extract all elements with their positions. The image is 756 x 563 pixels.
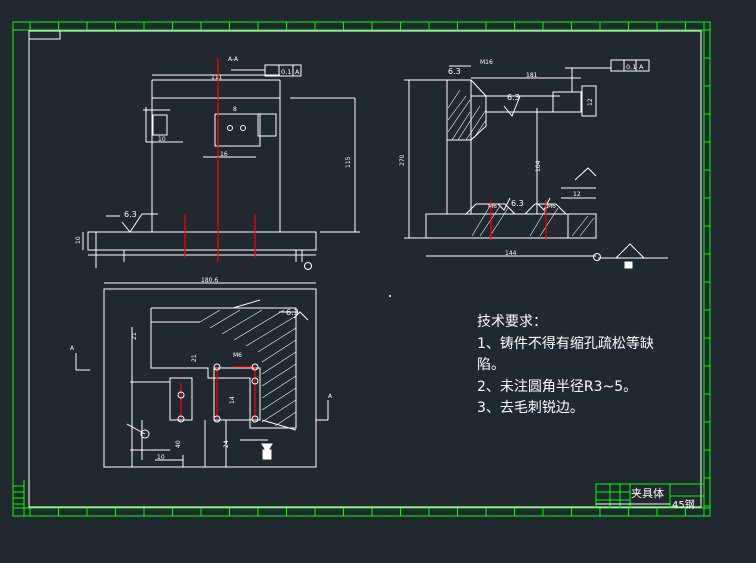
side-view-centerlines — [490, 200, 547, 240]
part-material: 45钢 — [672, 498, 695, 511]
side-height-dim-right: 12 — [587, 98, 594, 106]
datum-label-right: A — [328, 393, 333, 400]
technical-requirements: 技术要求： 1、铸件不得有缩孔疏松等缺 陷。 2、未注圆角半径R3~5。 3、去… — [477, 312, 654, 420]
side-base-dim: 144 — [505, 250, 517, 257]
title-block — [595, 483, 705, 509]
note-line-4: 3、去毛刺锐边。 — [477, 400, 584, 416]
plan-d5-dim: 21 — [191, 354, 198, 362]
note-line-2: 陷。 — [477, 357, 505, 373]
front-height-dim: 115 — [345, 156, 352, 168]
notes-title: 技术要求： — [477, 314, 547, 330]
plan-d3-dim: 10 — [157, 454, 165, 461]
side-height-dim: 270 — [399, 154, 406, 166]
side-roughness: 6.3 — [507, 93, 520, 102]
side-roughness-low: 6.3 — [511, 199, 524, 208]
plan-roughness: 6.3 — [286, 308, 299, 317]
plan-view-features — [180, 366, 256, 419]
side-tolerance-datum: A — [639, 63, 644, 71]
plan-view-hatch — [199, 309, 297, 427]
side-tab-dim: 12 — [573, 191, 581, 198]
plan-view-holes — [177, 363, 259, 423]
front-base-dim: 10 — [75, 236, 82, 244]
side-view-hatch — [447, 89, 595, 237]
thread-label-front: M6 — [233, 352, 242, 359]
roughness-labels: 6.3 6.3 6.3 6.3 6.3 — [124, 67, 524, 317]
zone-ticks — [29, 22, 710, 516]
front-slot-dim: 16 — [220, 151, 228, 158]
front-tolerance-value: 0.1 — [281, 68, 291, 76]
front-roughness: 6.3 — [124, 210, 137, 219]
side-mid-dim: 104 — [535, 160, 542, 172]
plan-view — [75, 282, 329, 468]
front-offset-dim: 8 — [233, 106, 237, 113]
drawing-frame — [12, 21, 711, 517]
front-view-centerlines — [184, 58, 256, 262]
plan-d1-dim: 14 — [229, 396, 236, 404]
datum-label-left: A — [70, 345, 75, 352]
plan-d4-dim: 24 — [223, 440, 230, 448]
thread-label-side-1: M6 — [488, 203, 497, 210]
front-width-dim: 111 — [211, 74, 223, 81]
front-view — [82, 64, 360, 270]
front-hole-dim: 10 — [158, 136, 166, 143]
plan-width-dim: 180.6 — [201, 277, 218, 284]
note-line-3: 2、未注圆角半径R3~5。 — [477, 378, 638, 395]
tolerance-labels: 0.1 A 0.1 A — [281, 63, 644, 76]
part-name: 夹具体 — [631, 486, 664, 500]
front-tolerance-datum: A — [295, 68, 300, 76]
section-label: A-A — [228, 56, 239, 63]
side-small-dim: M16 — [480, 59, 493, 66]
side-view — [404, 59, 668, 269]
side-tolerance-value: 0.1 — [626, 63, 636, 71]
note-line-1: 1、铸件不得有缩孔疏松等缺 — [477, 335, 654, 352]
side-width-dim: 181 — [526, 72, 538, 79]
dimension-labels: A-A 111 115 10 16 10 8 181 270 144 M16 1… — [70, 56, 594, 461]
plan-d2-dim: 40 — [175, 440, 182, 448]
plan-depth-dim: 21 — [131, 332, 138, 340]
thread-label-side-2: M6 — [547, 203, 556, 210]
side-roughness-top: 6.3 — [448, 67, 461, 76]
